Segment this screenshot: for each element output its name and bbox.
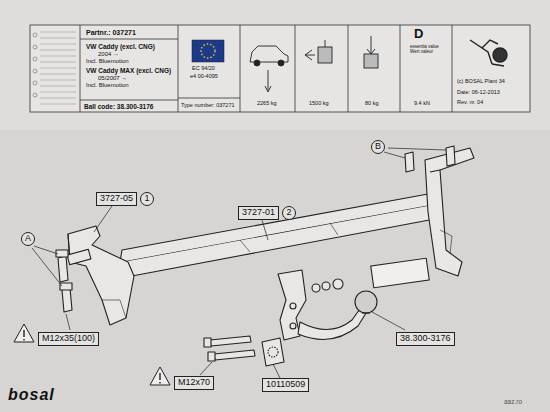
type-number: Type number: 037271 [181, 102, 235, 108]
plant-note: (c) BOSAL Plant 34 [457, 78, 505, 84]
callout-circle: 2 [282, 206, 296, 220]
d-value-note: essentia value Wert valeur [410, 44, 448, 54]
watermark: aaz.ro [504, 398, 522, 405]
vehicle-model: VW Caddy (excl. CNG) [86, 43, 155, 50]
part-number: 3727-05 [100, 193, 133, 203]
brand-logo: bosal [8, 386, 55, 404]
approval-code: EC 94/20 [192, 65, 215, 71]
part-number: 3727-01 [242, 207, 275, 217]
approval-code: e4 00-4095 [190, 73, 218, 79]
callout-circle: B [371, 140, 385, 154]
callout-number: B [375, 142, 381, 152]
callout-number: 1 [145, 194, 150, 204]
part-number: 38.300-3176 [400, 333, 451, 343]
trailer-load: 1500 kg [309, 100, 329, 106]
vertical-load: 80 kg [365, 100, 378, 106]
part-number: M12x70 [178, 377, 210, 387]
part-number: Partnr.: 037271 [86, 29, 136, 37]
d-value-heading: D [414, 27, 423, 42]
model-note: Incl. Bluemotion [86, 82, 129, 89]
part-number: 10110509 [266, 379, 305, 389]
model-note: Incl. Bluemotion [86, 58, 129, 65]
callout-number: A [25, 234, 31, 244]
part-number-box: 38.300-3176 [396, 332, 455, 346]
date-note: Date: 06-12-2013 [457, 89, 500, 95]
model-year: 05/2007 → [98, 75, 127, 82]
callout-number: 2 [287, 208, 292, 218]
callout-circle: 1 [140, 192, 154, 206]
ball-code: Ball code: 38.300-3176 [84, 103, 153, 110]
revision-note: Rev. nr. 04 [457, 99, 483, 105]
model-year: 2004 → [98, 51, 119, 58]
part-number-box: M12x70 [174, 376, 214, 390]
part-number-box: 10110509 [262, 378, 309, 392]
part-number-box: 3727-05 [96, 192, 137, 206]
part-number-box: 3727-01 [238, 206, 279, 220]
callout-circle: A [21, 232, 35, 246]
part-number: M12x35(100) [42, 333, 95, 343]
part-number-box: M12x35(100) [38, 332, 99, 346]
gross-weight: 2265 kg [257, 100, 277, 106]
vehicle-model: VW Caddy MAX (excl. CNG) [86, 67, 171, 74]
d-value: 9.4 kN [414, 100, 430, 106]
